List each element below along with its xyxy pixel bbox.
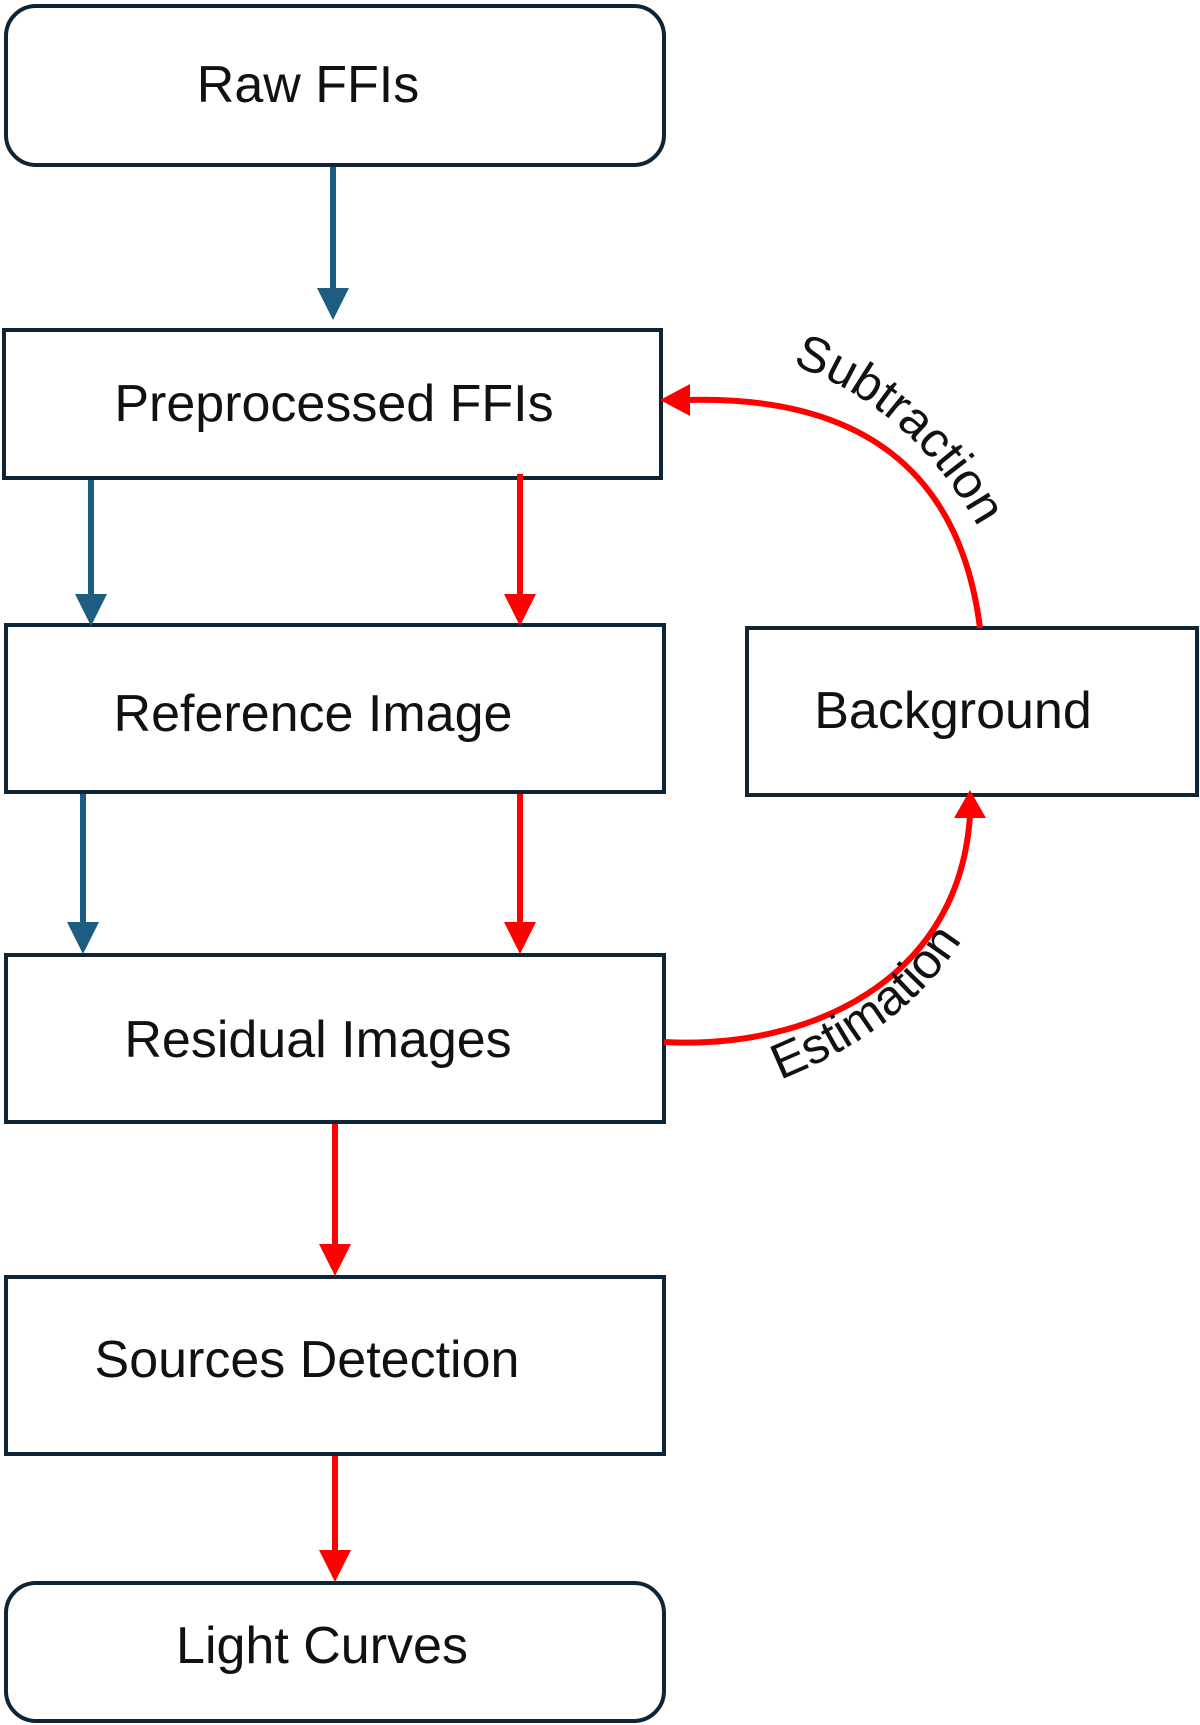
raw-ffis-label: Raw FFIs [197, 56, 419, 114]
blue-arrow-preprocessed-to-reference [75, 480, 107, 626]
sources-detection-box [4, 1275, 666, 1456]
red-arrow-reference-to-residual [504, 794, 536, 954]
light-curves-box [4, 1581, 666, 1723]
raw-ffis-box [4, 4, 666, 167]
background-box [745, 626, 1199, 797]
red-arrow-sources-to-lightcurves [319, 1456, 351, 1582]
red-arrow-preprocessed-to-reference [504, 474, 536, 626]
reference-image-label: Reference Image [114, 685, 513, 743]
residual-images-box [4, 953, 666, 1124]
light-curves-label: Light Curves [176, 1617, 468, 1675]
preprocessed-ffis-label: Preprocessed FFIs [114, 375, 553, 433]
subtraction-label: Subtraction [788, 323, 1017, 533]
red-arrow-residual-to-background [663, 790, 986, 1046]
residual-images-label: Residual Images [124, 1011, 511, 1069]
red-arrow-background-to-preprocessed [660, 384, 983, 629]
sources-detection-label: Sources Detection [95, 1331, 520, 1389]
estimation-label: Estimation [762, 914, 971, 1090]
blue-arrow-raw-to-preprocessed [317, 167, 349, 320]
red-arrow-residual-to-sources [319, 1124, 351, 1276]
background-label: Background [814, 682, 1092, 740]
blue-arrow-reference-to-residual [67, 794, 99, 954]
reference-image-box [4, 623, 666, 794]
preprocessed-ffis-box [2, 328, 663, 480]
